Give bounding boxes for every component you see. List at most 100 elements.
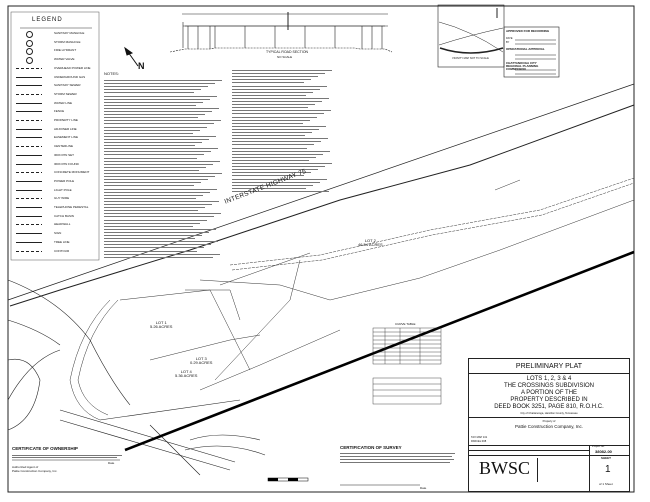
lot-area: 0.29 ACRES — [190, 360, 213, 365]
north-arrow — [124, 46, 139, 67]
ownership-date-label: Date — [108, 461, 115, 465]
lot-area: 5.36 ACRES — [175, 373, 198, 378]
legend-label: SANITARY MANHOLE — [54, 31, 85, 35]
note-text-line — [104, 200, 219, 202]
note-text-line — [104, 231, 209, 233]
note-text-line — [104, 219, 207, 221]
note-text-line — [104, 83, 215, 85]
legend-item: IRON PIN SET — [14, 153, 94, 158]
legend-box — [10, 11, 100, 261]
note-text-line — [104, 107, 219, 109]
note-text-line — [104, 173, 222, 174]
legend-label: POWER POLE — [54, 178, 75, 183]
legend-item: OVERHEAD POWER LINE — [14, 66, 94, 71]
north-label: N — [138, 61, 145, 71]
note-text-line — [232, 159, 309, 161]
legend-item: GUY WIRE — [14, 196, 94, 201]
lot-area: 46.54 ACRES — [358, 242, 383, 247]
title-line-1: LOTS 1, 2, 3 & 4 — [526, 376, 572, 382]
note-text-line — [232, 169, 318, 171]
legend-item: WATER VALVE — [14, 57, 94, 65]
note-text-line — [104, 86, 208, 88]
note-text-line — [232, 119, 310, 121]
note-text-line — [232, 70, 332, 71]
note-text-line — [104, 148, 218, 150]
note-text-line — [104, 92, 194, 94]
survey-cert-title: CERTIFICATION OF SURVEY — [340, 445, 402, 450]
legend-label: PROPERTY LINE — [54, 118, 78, 122]
legend-symbol-icon — [16, 172, 42, 174]
approval-by-label: BY — [506, 41, 510, 44]
legend-symbol-icon — [26, 57, 33, 65]
note-text-line — [104, 250, 197, 252]
note-text-line — [104, 132, 193, 134]
note-text-line — [104, 98, 210, 100]
note-text-line — [104, 253, 220, 255]
sheet-border — [7, 5, 635, 493]
legend-label: FIRE HYDRANT — [54, 48, 77, 53]
legend-symbol-icon — [26, 39, 33, 47]
legend-item: STORM SEWER — [14, 92, 94, 97]
note-text-line — [104, 157, 197, 159]
note-text-line — [104, 129, 200, 131]
note-text-line — [232, 110, 331, 112]
note-text-line — [232, 116, 317, 118]
lot-name: LOT 4 — [180, 369, 192, 374]
legend-label: HEADWALL — [54, 222, 71, 227]
legend-item: EASEMENT LINE — [14, 135, 94, 140]
lot-name: LOT 2 — [364, 238, 376, 243]
road-section-scale: NO SCALE — [277, 55, 293, 59]
note-text-line — [232, 150, 330, 152]
note-text-line — [104, 238, 195, 240]
note-text-line — [104, 244, 211, 246]
note-text-line — [104, 241, 218, 243]
highway-row — [7, 83, 635, 307]
note-text-line — [104, 142, 202, 143]
legend-symbol-icon — [16, 224, 42, 226]
legend-symbol-icon — [16, 137, 42, 139]
survey-date-label: Date — [420, 486, 427, 490]
note-text-line — [104, 95, 217, 97]
legend-label: STORM MANHOLE — [54, 39, 81, 44]
note-text-line — [232, 122, 303, 124]
legend-symbol-icon — [16, 111, 42, 113]
note-text-line — [232, 184, 313, 186]
note-text-line — [104, 120, 221, 122]
legend-item: TELEPHONE PEDESTAL — [14, 205, 94, 210]
note-text-line — [104, 169, 199, 171]
note-text-line — [104, 89, 201, 91]
legend-label: OVERHEAD POWER LINE — [54, 65, 91, 70]
note-text-line — [232, 125, 326, 127]
legend-symbol-icon — [16, 250, 42, 252]
legend-symbol-icon — [16, 241, 42, 243]
note-text-line — [104, 138, 209, 140]
legend-symbol-icon — [16, 163, 42, 165]
curve-table-title: CURVE TABLE — [395, 322, 416, 326]
note-text-line — [232, 88, 320, 90]
note-text-line — [104, 154, 204, 156]
approval-box — [503, 26, 560, 78]
note-text-line — [232, 128, 319, 130]
note-text-line — [104, 114, 205, 116]
legend-symbol-icon — [16, 215, 42, 217]
legend-label: GUY WIRE — [54, 196, 70, 201]
legend-item: TREE LINE — [14, 240, 94, 245]
scale-bar — [267, 477, 309, 482]
legend-label: EASEMENT LINE — [54, 135, 78, 140]
legend-symbol-icon — [16, 102, 42, 104]
note-text-line — [232, 141, 321, 143]
note-text-line — [104, 163, 213, 165]
note-text-line — [232, 175, 304, 177]
legend-item: PROPERTY LINE — [14, 118, 94, 123]
legend-symbol-icon — [16, 93, 42, 95]
legend-label: WATER VALVE — [54, 57, 75, 62]
legend-label: IRON PIN FOUND — [54, 161, 79, 166]
lot-area: 5.26 ACRES — [150, 324, 173, 329]
ownership-cert-title: CERTIFICATE OF OWNERSHIP — [12, 446, 78, 451]
legend-item: FIRE HYDRANT — [14, 48, 94, 56]
note-text-line — [104, 204, 212, 205]
note-text-line — [104, 104, 196, 106]
legend-item: FENCE — [14, 109, 94, 114]
ownership-signer: Authorized Agent of — [12, 465, 39, 469]
approval-planning: CHATTANOOGA CITY REGIONAL PLANNING COMMI… — [506, 61, 539, 71]
